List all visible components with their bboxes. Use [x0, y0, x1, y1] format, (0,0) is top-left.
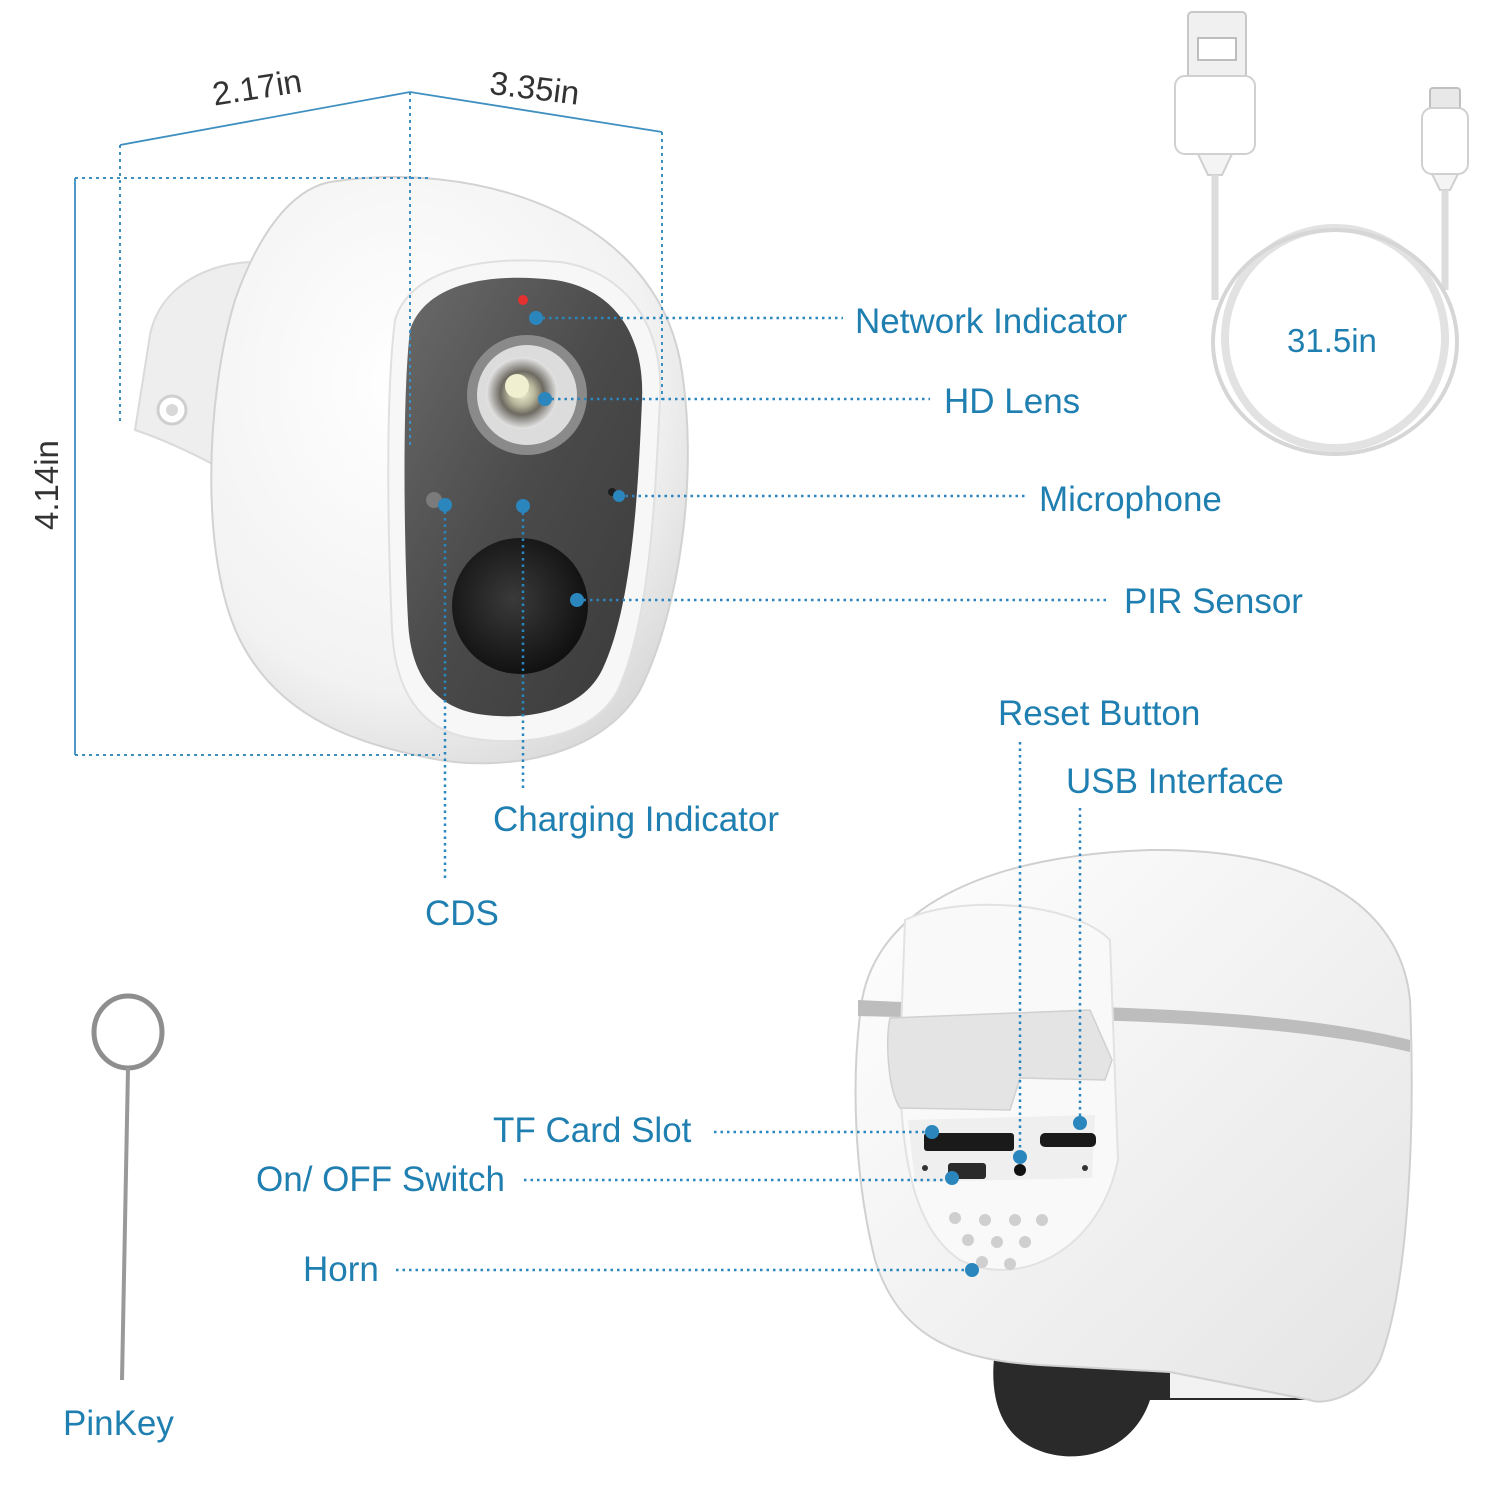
- dimension-lines: [74, 91, 663, 756]
- callout-leaders: [396, 311, 1110, 1277]
- height-dimension-label: 4.14in: [28, 440, 65, 530]
- reset-button-label: Reset Button: [998, 694, 1201, 733]
- pinkey-label: PinKey: [63, 1404, 174, 1443]
- usb-interface-label: USB Interface: [1066, 762, 1284, 801]
- camera-back-illustration: [854, 848, 1413, 1457]
- tf-card-slot-label: TF Card Slot: [493, 1111, 692, 1150]
- pinkey-illustration: [91, 993, 165, 1381]
- microphone-label: Microphone: [1039, 480, 1222, 519]
- network-indicator-label: Network Indicator: [855, 302, 1128, 341]
- on-off-switch-label: On/ OFF Switch: [256, 1160, 505, 1199]
- camera-front-illustration: [133, 176, 689, 765]
- horn-label: Horn: [303, 1250, 379, 1289]
- charging-indicator-label: Charging Indicator: [493, 800, 779, 839]
- cable-length-label: 31.5in: [1287, 322, 1377, 359]
- hd-lens-label: HD Lens: [944, 382, 1081, 421]
- pir-sensor-label: PIR Sensor: [1124, 582, 1303, 621]
- usb-cable-illustration: [1174, 11, 1469, 456]
- cds-label: CDS: [425, 894, 499, 933]
